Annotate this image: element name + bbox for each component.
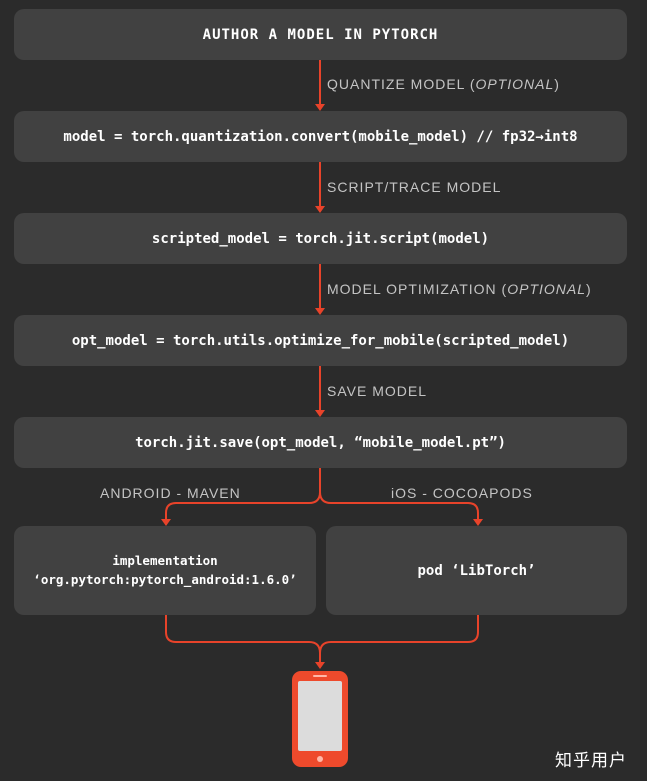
script-trace-label: SCRIPT/TRACE MODEL (327, 179, 502, 195)
arrowhead-ios (473, 519, 483, 526)
script-code-box: scripted_model = torch.jit.script(model) (14, 213, 627, 264)
mobile-phone-icon (292, 671, 348, 767)
ios-dependency-box: pod ‘LibTorch’ (326, 526, 627, 615)
quantize-model-label: QUANTIZE MODEL (OPTIONAL) (327, 76, 560, 92)
android-maven-label: ANDROID - MAVEN (100, 485, 241, 501)
author-model-text: AUTHOR A MODEL IN PYTORCH (202, 26, 439, 43)
arrowhead-device (315, 662, 325, 669)
android-dependency-box: implementation ‘org.pytorch:pytorch_andr… (14, 526, 316, 615)
arrowhead-quantize (315, 104, 325, 111)
script-code-text: scripted_model = torch.jit.script(model) (151, 230, 490, 247)
watermark: 知乎用户 (555, 751, 627, 771)
save-code-box: torch.jit.save(opt_model, “mobile_model.… (14, 417, 627, 468)
save-model-label: SAVE MODEL (327, 383, 427, 399)
branch-save-to-ios (319, 491, 479, 520)
arrowhead-android (161, 519, 171, 526)
model-optimization-label: MODEL OPTIMIZATION (OPTIONAL) (327, 281, 592, 297)
quantize-code-text: model = torch.quantization.convert(mobil… (63, 128, 578, 145)
android-dependency-line2: ‘org.pytorch:pytorch_android:1.6.0’ (33, 571, 297, 587)
ios-cocoapods-label: iOS - COCOAPODS (391, 485, 533, 501)
android-dependency-line1: implementation (112, 553, 218, 569)
optimize-code-box: opt_model = torch.utils.optimize_for_mob… (14, 315, 627, 366)
save-code-text: torch.jit.save(opt_model, “mobile_model.… (135, 434, 506, 451)
arrowhead-save (315, 410, 325, 417)
merge-ios-to-device (319, 615, 479, 654)
branch-save-to-android (165, 468, 321, 520)
ios-dependency-text: pod ‘LibTorch’ (417, 562, 536, 579)
arrowhead-script (315, 206, 325, 213)
optimize-code-text: opt_model = torch.utils.optimize_for_mob… (71, 332, 570, 349)
merge-android-to-device (165, 615, 321, 662)
author-model-box: AUTHOR A MODEL IN PYTORCH (14, 9, 627, 60)
quantize-code-box: model = torch.quantization.convert(mobil… (14, 111, 627, 162)
arrowhead-optimize (315, 308, 325, 315)
